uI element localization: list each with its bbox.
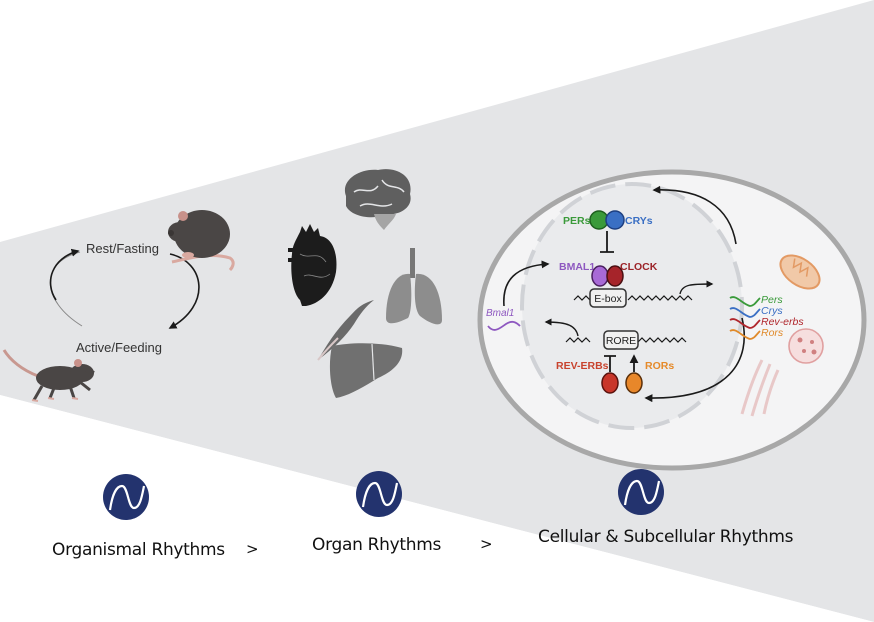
bmal1-label: BMAL1 [559,261,595,273]
rest-fasting-label: Rest/Fasting [86,241,159,256]
rore-transcription-arrow [544,318,579,337]
clock-label: CLOCK [620,261,658,273]
per-cry-feedback-arrow [652,185,737,245]
transcript-label-pers: Pers [761,294,783,306]
organismal-rhythms-caption: Organismal Rhythms [52,540,225,560]
reverbs-mrna-icon [729,318,761,329]
active-mouse-icon [2,349,95,402]
ror-protein [625,372,643,394]
golgi-icon [740,359,780,417]
cellular-wave-badge-icon [618,469,664,515]
lysosome-icon [788,328,824,364]
bmal1-translation-arrow [503,260,550,307]
ebox-element [589,288,627,308]
liver-icon [329,343,403,398]
nucleus-envelope [520,182,744,430]
bmal1-mrna-icon [487,320,521,331]
rors-label: RORs [645,360,674,372]
resting-mouse-icon [168,210,235,272]
pers-mrna-icon [729,296,761,307]
reverbs-inhibition-bar [604,355,616,372]
scale-separator-2: > [480,535,493,553]
transcript-label-crys: Crys [761,305,783,317]
ebox-label: E-box [594,293,622,305]
rore-dna-strand [565,337,687,343]
muscle-icon [317,300,374,361]
rest-activity-cycle [49,248,200,329]
crys-mrna-icon [729,307,761,318]
lungs-icon [386,248,442,325]
cone-bottom-cutoff [0,395,874,622]
reverbs-label: REV-ERBs [556,360,609,372]
cellular-rhythms-caption: Cellular & Subcellular Rhythms [538,527,794,547]
scale-separator-1: > [246,540,259,558]
transcript-label-reverbs: Rev-erbs [761,316,804,328]
active-feeding-label: Active/Feeding [76,340,162,355]
mitochondrion-icon [779,254,821,290]
reverb-protein [601,372,619,394]
pers-label: PERs [563,215,591,227]
organismal-wave-badge-icon [103,474,149,520]
bmal1-protein [591,265,609,287]
heart-icon [288,224,337,306]
inhibition-bar [600,231,614,253]
transcript-label-rors: Rors [761,327,784,339]
transcript-list [729,296,761,340]
brain-icon [344,169,411,230]
cry-protein [605,210,625,230]
clock-protein [606,265,624,287]
organ-rhythms-caption: Organ Rhythms [312,535,442,555]
bmal1-mrna-label: Bmal1 [486,308,514,319]
rev-ror-feedback-arrow [644,317,746,403]
rore-label: RORE [606,335,636,347]
rors-mrna-icon [729,329,761,340]
rore-element [603,330,639,350]
crys-label: CRYs [625,215,653,227]
organ-wave-badge-icon [356,471,402,517]
ebox-transcription-arrow [679,280,714,295]
